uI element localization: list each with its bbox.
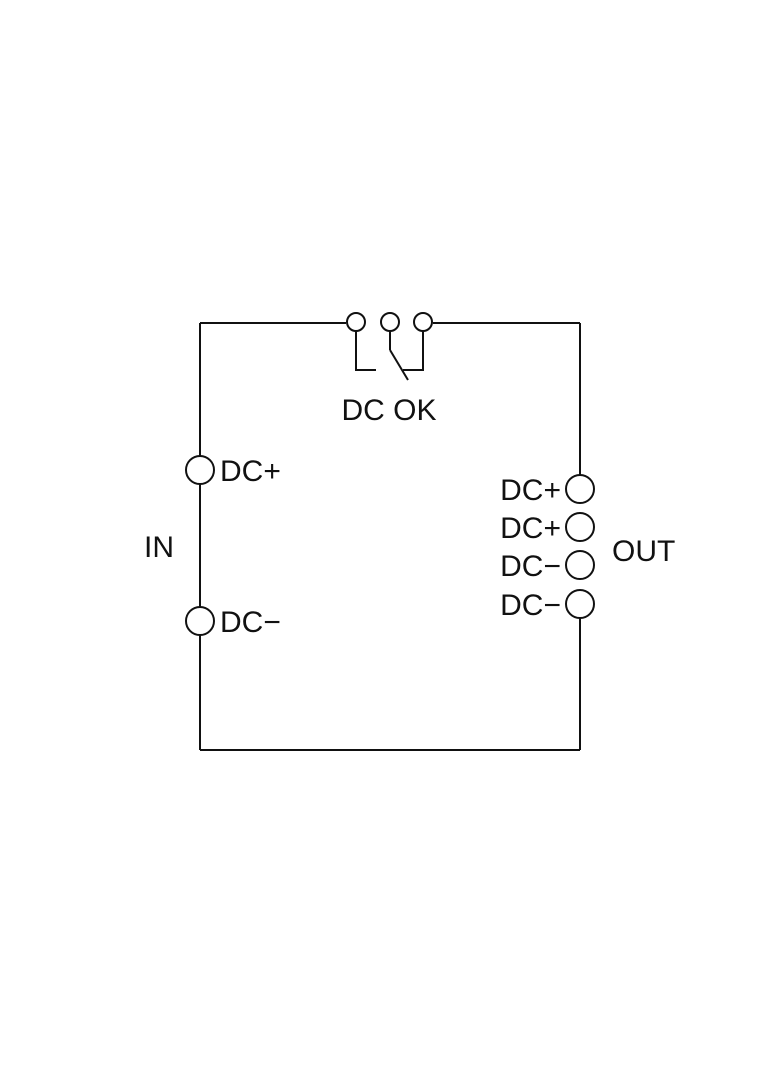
input-terminals: DC+ DC− IN: [144, 455, 281, 639]
output-terminal-1: [565, 474, 595, 504]
output-group-label: OUT: [612, 535, 675, 568]
relay-terminal-3: [413, 312, 433, 332]
output-terminal-4-label: DC−: [500, 589, 561, 622]
output-terminal-2: [565, 512, 595, 542]
relay-contact-left: [355, 331, 376, 371]
input-terminal-dc-plus: [185, 455, 215, 485]
output-terminals: DC+ DC+ DC− DC− OUT: [500, 474, 675, 622]
output-terminal-3: [565, 550, 595, 580]
input-terminal-dc-minus-label: DC−: [220, 606, 281, 639]
output-terminal-2-label: DC+: [500, 512, 561, 545]
relay-contact-right: [403, 331, 424, 371]
dc-ok-relay: DC OK: [341, 312, 437, 427]
relay-switch-arm: [389, 349, 409, 381]
relay-terminal-2: [380, 312, 400, 332]
housing-outline: [199, 322, 581, 751]
output-terminal-1-label: DC+: [500, 474, 561, 507]
output-terminal-4: [565, 589, 595, 619]
input-group-label: IN: [144, 531, 174, 564]
input-terminal-dc-plus-label: DC+: [220, 455, 281, 488]
output-terminal-3-label: DC−: [500, 550, 561, 583]
dc-ok-label: DC OK: [341, 394, 436, 427]
relay-terminal-1: [346, 312, 366, 332]
input-terminal-dc-minus: [185, 606, 215, 636]
